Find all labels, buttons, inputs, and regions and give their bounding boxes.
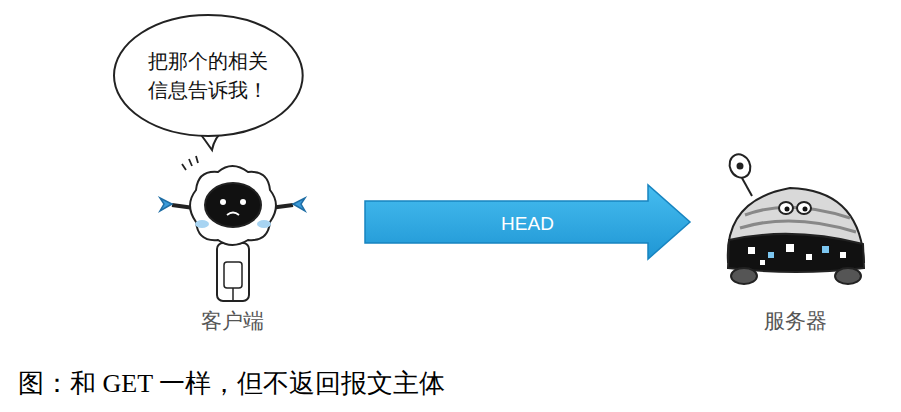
- speech-text: 把那个的相关信息告诉我！: [145, 47, 271, 105]
- figure-caption: 图：和 GET 一样，但不返回报文主体: [18, 366, 445, 401]
- role-label: 客户端: [160, 307, 305, 335]
- bubble-outline: [112, 13, 305, 138]
- speech-bubble: 把那个的相关信息告诉我！: [112, 13, 305, 138]
- client-robot: [160, 156, 305, 301]
- role-label: 服务器: [715, 307, 875, 335]
- server-label-box: 服务器: [715, 150, 875, 335]
- request-arrow: [365, 185, 690, 259]
- server-robot: [726, 151, 864, 284]
- client-label-box: 客户端: [160, 150, 305, 335]
- bubble-ellipse: [114, 15, 303, 136]
- method-label: HEAD: [501, 213, 554, 235]
